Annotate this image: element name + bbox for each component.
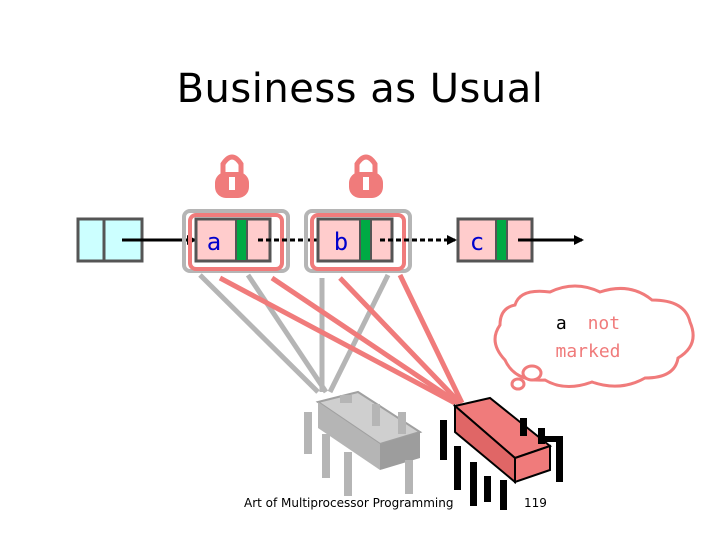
- thread-chip-grey: [304, 390, 423, 496]
- slide-title: Business as Usual: [176, 66, 544, 112]
- thread-chip-red: [440, 396, 563, 510]
- list-node-b: b: [304, 209, 457, 273]
- red-thread-pointers: [218, 273, 465, 406]
- svg-text:a not: a not: [556, 313, 620, 334]
- thought-cloud: a not marked: [493, 284, 695, 391]
- padlock-icon: [215, 154, 249, 198]
- list-node-head: [76, 217, 197, 263]
- list-node-a: a: [182, 209, 327, 273]
- padlock-icon: [349, 154, 383, 198]
- node-label-c: c: [470, 228, 484, 256]
- thought-status-line2: marked: [555, 341, 620, 362]
- node-label-b: b: [334, 228, 348, 256]
- thought-node-label: a: [556, 313, 567, 334]
- footer-text: Art of Multiprocessor Programming: [244, 496, 454, 510]
- page-number: 119: [524, 496, 547, 510]
- list-node-c: c: [456, 217, 584, 263]
- thought-status: not: [588, 313, 621, 334]
- node-label-a: a: [207, 228, 221, 256]
